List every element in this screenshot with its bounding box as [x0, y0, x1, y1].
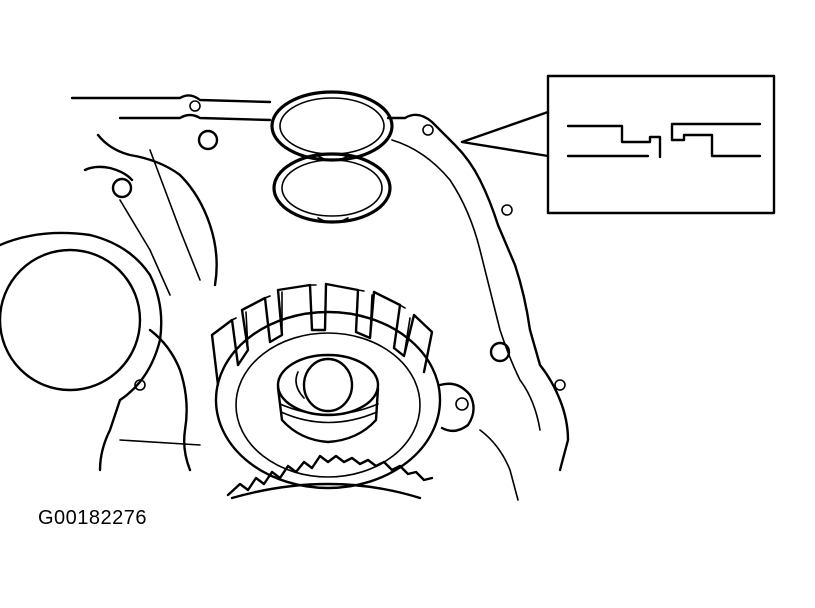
housing-right-flange — [386, 113, 570, 472]
bolt-holes — [111, 100, 566, 411]
drum-spline-teeth — [210, 282, 434, 387]
drum-outer — [214, 310, 442, 490]
callout-leader — [460, 110, 550, 158]
joint-step-right — [670, 133, 762, 158]
ring-gear-body — [230, 482, 422, 500]
seal-rings — [270, 90, 394, 224]
housing-right-flange-inner — [391, 139, 541, 431]
bolt-hole — [189, 100, 201, 112]
housing-left-lobe — [96, 133, 218, 287]
hub-snap-ring — [295, 371, 305, 399]
ring-gear-teeth — [226, 454, 434, 497]
seal-ring-lower — [272, 152, 392, 224]
bolt-hole — [455, 397, 469, 411]
figure-id-label: G00182276 — [38, 507, 148, 529]
drum-spline-inner — [231, 284, 406, 321]
housing-center-rib — [149, 149, 201, 281]
housing-lower-ridge — [148, 328, 192, 472]
housing-left-boss — [83, 165, 134, 182]
housing-top-edge-inner — [118, 113, 272, 122]
hub-groove-2 — [280, 411, 378, 424]
hub-top — [276, 353, 380, 417]
bolt-hole — [197, 129, 219, 151]
bolt-hole — [134, 379, 146, 391]
bolt-hole — [554, 379, 566, 391]
ring-joint-callout — [460, 74, 776, 215]
housing-top-edge — [70, 94, 272, 104]
callout-box — [546, 74, 776, 215]
bolt-hole — [422, 124, 434, 136]
housing-bore — [0, 248, 142, 392]
hub-body — [276, 386, 380, 444]
housing-left-bottom — [119, 439, 201, 446]
bolt-hole — [111, 177, 133, 199]
seal-ring-lower-inner — [281, 159, 383, 217]
transmission-housing — [0, 94, 570, 501]
housing-lower-right-boss — [438, 382, 475, 433]
seal-ring-gap — [317, 155, 349, 161]
drum-face — [235, 332, 421, 478]
joint-upper-left — [566, 124, 662, 159]
seal-ring-upper — [270, 90, 394, 162]
drum-spline-shadows — [245, 287, 411, 357]
joint-upper-right — [670, 122, 762, 142]
bolt-hole — [489, 341, 511, 363]
hub-bore — [302, 357, 354, 413]
clutch-drum — [210, 282, 442, 490]
bolt-hole — [501, 204, 513, 216]
seal-ring-gap-lower — [317, 217, 349, 223]
shaft-hub — [276, 353, 380, 444]
housing-right-bottom — [479, 429, 519, 501]
seal-ring-upper-inner — [279, 97, 385, 155]
hub-groove-1 — [279, 403, 379, 416]
housing-center-rib-2 — [119, 199, 171, 296]
housing-lower-left — [0, 231, 163, 472]
